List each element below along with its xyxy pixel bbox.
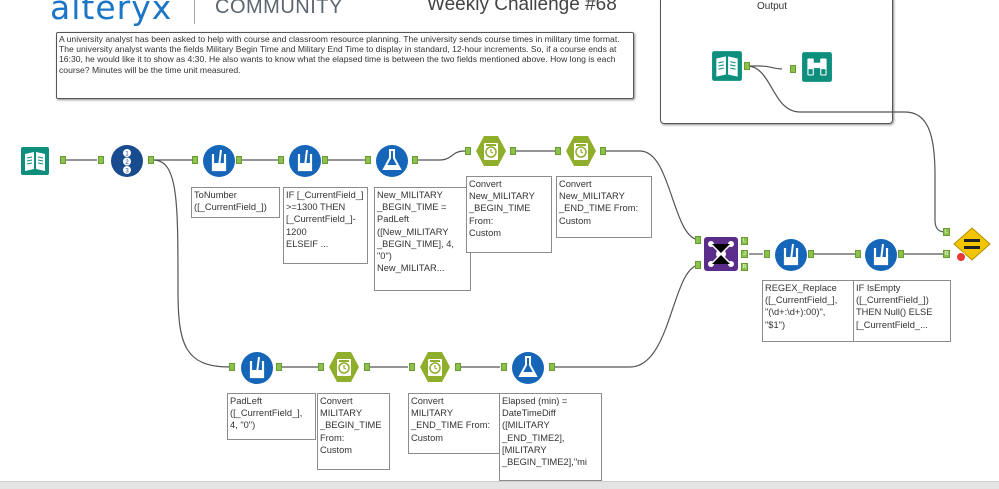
output-container-title: Output [757, 1, 788, 12]
join-left-output-anchor[interactable]: L [741, 237, 748, 245]
annotation-padleft: PadLeft ([_CurrentField_], 4, "0") [227, 393, 316, 440]
annotation-padleft-new: New_MILITARY _BEGIN_TIME = PadLeft ([New… [374, 187, 471, 291]
compare-tool[interactable] [953, 227, 991, 261]
output-anchor[interactable] [898, 250, 904, 258]
datetime-tool[interactable] [327, 350, 359, 382]
input-anchor[interactable] [501, 363, 507, 371]
join-left-input-anchor[interactable] [695, 236, 701, 244]
alteryx-logo: alteryx [50, 0, 173, 27]
datetime-tool[interactable] [474, 134, 506, 166]
browse-tool[interactable] [801, 51, 832, 82]
input-data-tool[interactable] [20, 146, 49, 175]
multi-field-formula-tool[interactable] [774, 238, 807, 271]
input-anchor[interactable] [318, 363, 324, 371]
beaker-icon [775, 239, 807, 271]
output-anchor[interactable] [412, 156, 418, 164]
output-anchor[interactable] [744, 62, 750, 70]
datetime-tool[interactable] [564, 134, 596, 166]
input-anchor[interactable] [465, 147, 471, 155]
join-tool[interactable] [703, 236, 738, 271]
input-anchor[interactable] [790, 65, 796, 73]
input-anchor[interactable] [229, 363, 235, 371]
record-id-tool[interactable]: 1 2 3 [110, 144, 143, 177]
output-anchor[interactable] [60, 156, 66, 164]
input-anchor[interactable] [365, 156, 371, 164]
wire [746, 65, 946, 233]
numbered-list-icon: 1 2 3 [111, 145, 143, 177]
beaker-icon [203, 145, 235, 177]
svg-text:3: 3 [125, 169, 129, 175]
flask-icon [512, 352, 544, 384]
beaker-icon [241, 352, 273, 384]
annotation-regex: REGEX_Replace ([_CurrentField_], "(\d+:\… [762, 280, 858, 342]
output-anchor[interactable] [808, 250, 814, 258]
compare-right-input-anchor[interactable]: R [943, 250, 950, 258]
header: alteryx COMMUNITY Weekly Challenge #68 [0, 0, 640, 27]
challenge-description[interactable]: A university analyst has been asked to h… [56, 32, 634, 99]
svg-text:1: 1 [125, 152, 129, 158]
annotation-convert-new-end: Convert New_MILITARY _END_TIME From: Cus… [556, 176, 652, 238]
join-right-input-anchor[interactable] [695, 261, 701, 269]
error-indicator-icon [956, 252, 966, 262]
annotation-elapsed: Elapsed (min) = DateTimeDiff ([MILITARY … [499, 393, 602, 481]
output-anchor[interactable] [276, 363, 282, 371]
datetime-tool[interactable] [418, 350, 450, 382]
formula-tool[interactable] [375, 144, 408, 177]
output-anchor[interactable] [236, 156, 242, 164]
join-nodes-icon [704, 237, 738, 271]
multi-field-formula-tool[interactable] [202, 144, 235, 177]
clock-icon [420, 352, 450, 382]
join-right-output-anchor[interactable]: R [741, 263, 748, 271]
wire [152, 159, 231, 368]
wire [554, 264, 701, 368]
book-icon [712, 51, 742, 81]
wire [747, 65, 783, 70]
multi-field-formula-tool[interactable] [240, 351, 273, 384]
multi-field-formula-tool[interactable] [864, 238, 897, 271]
input-anchor[interactable] [855, 250, 861, 258]
clock-icon [329, 352, 359, 382]
horizontal-scrollbar[interactable] [0, 481, 999, 489]
svg-text:2: 2 [125, 160, 129, 166]
beaker-icon [289, 145, 321, 177]
annotation-convert-begin: Convert MILITARY _BEGIN_TIME From: Custo… [317, 393, 390, 470]
output-anchor[interactable] [322, 156, 328, 164]
output-anchor[interactable] [510, 147, 516, 155]
output-anchor[interactable] [600, 147, 606, 155]
input-anchor[interactable] [98, 156, 104, 164]
input-anchor[interactable] [192, 156, 198, 164]
flask-icon [376, 145, 408, 177]
output-container[interactable]: Output [660, 0, 893, 124]
compare-left-input-anchor[interactable]: L [943, 228, 950, 236]
annotation-if-1300: IF [_CurrentField_] >=1300 THEN [_Curren… [283, 187, 368, 264]
input-data-tool[interactable] [711, 50, 742, 81]
formula-tool[interactable] [511, 351, 544, 384]
annotation-convert-new-begin: Convert New_MILITARY _BEGIN_TIME From: C… [466, 176, 552, 253]
output-anchor[interactable] [364, 363, 370, 371]
input-anchor[interactable] [555, 147, 561, 155]
multi-field-formula-tool[interactable] [288, 144, 321, 177]
annotation-convert-end: Convert MILITARY _END_TIME From: Custom [408, 393, 501, 454]
join-join-output-anchor[interactable]: J [741, 250, 748, 258]
input-anchor[interactable] [278, 156, 284, 164]
book-icon [21, 147, 49, 175]
logo-separator [194, 0, 195, 24]
output-anchor[interactable] [455, 363, 461, 371]
binoculars-icon [802, 52, 832, 82]
beaker-icon [865, 239, 897, 271]
output-anchor[interactable] [148, 156, 154, 164]
challenge-title: Weekly Challenge #68 [427, 0, 617, 15]
community-label: COMMUNITY [215, 0, 343, 18]
clock-icon [476, 136, 506, 166]
annotation-isempty: IF IsEmpty ([_CurrentField_]) THEN Null(… [853, 280, 951, 342]
wire [604, 150, 701, 241]
input-anchor[interactable] [764, 250, 770, 258]
annotation-tonumber: ToNumber ([_CurrentField_]) [191, 187, 280, 218]
input-anchor[interactable] [409, 363, 415, 371]
output-anchor[interactable] [549, 363, 555, 371]
clock-icon [566, 136, 596, 166]
wire [418, 150, 468, 161]
